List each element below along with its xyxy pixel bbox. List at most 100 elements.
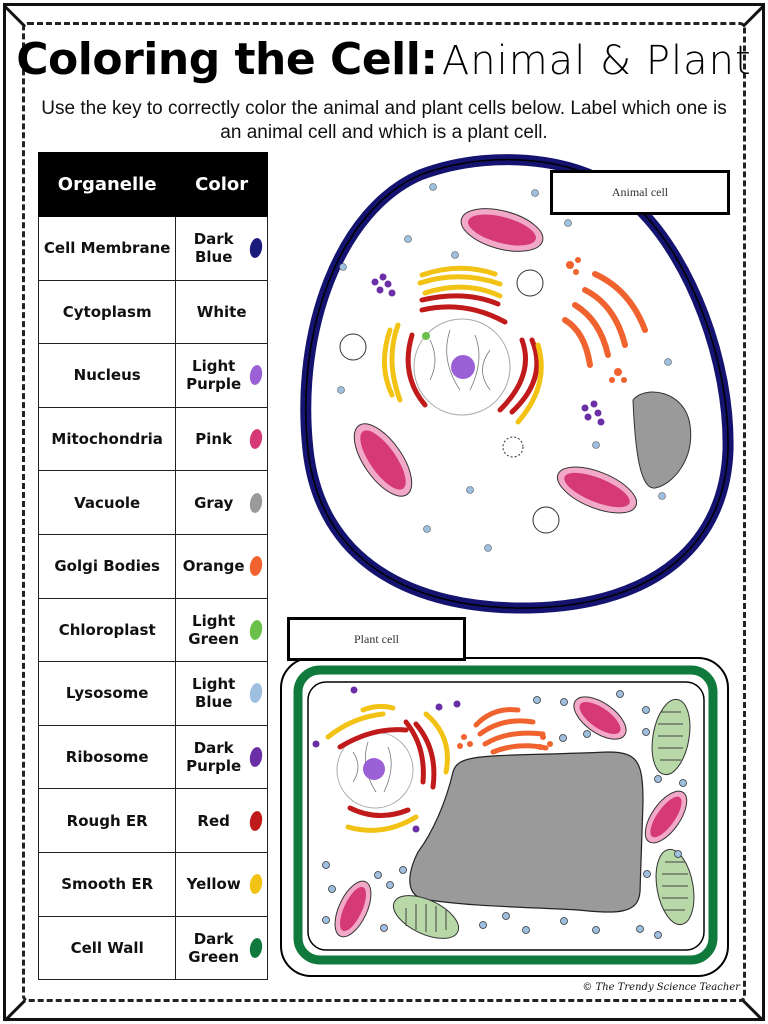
color-label: Dark Blue	[193, 230, 234, 267]
color-label: Pink	[195, 430, 233, 449]
color-label: Dark Purple	[186, 739, 242, 776]
color-swatch-icon	[248, 491, 264, 514]
color-swatch-icon	[248, 618, 264, 641]
animal-cell-label: Animal cell	[611, 185, 669, 199]
centrosome	[422, 332, 430, 340]
color-label: Dark Green	[188, 929, 240, 966]
table-row: Cytoplasm White	[37, 279, 268, 345]
organelle-color: Gray	[175, 470, 268, 535]
mitochondrion	[460, 208, 544, 252]
color-label: Red	[197, 811, 230, 830]
ribosome-cluster	[371, 273, 605, 426]
organelle-name: Chloroplast	[37, 597, 177, 663]
organelle-color: Yellow	[175, 851, 268, 917]
nucleus	[413, 318, 511, 416]
organelle-color: Dark Green	[175, 915, 268, 981]
mitochondrion	[334, 880, 372, 938]
organelle-color: White	[175, 279, 268, 345]
color-swatch-icon	[248, 682, 264, 705]
organelle-name: Cell Membrane	[37, 216, 177, 281]
organelle-name: Lysosome	[37, 661, 177, 726]
page-title: Coloring the Cell: Animal & Plant	[0, 34, 768, 85]
title-light: Animal & Plant	[441, 38, 752, 84]
chloroplast	[392, 895, 460, 939]
lysosome	[322, 690, 687, 939]
color-label: Yellow	[186, 875, 241, 894]
color-swatch-icon	[248, 428, 264, 450]
inner-wavy-border	[22, 22, 746, 1002]
table-row: Golgi Bodies Orange	[37, 533, 268, 599]
lysosome	[339, 269, 560, 534]
organelle-name: Nucleus	[37, 343, 177, 408]
table-row: Cell Wall Dark Green	[37, 915, 268, 981]
mitochondrion	[353, 423, 413, 497]
golgi-vesicles	[566, 257, 627, 383]
page-border	[3, 3, 765, 1021]
organelle-color: Dark Blue	[175, 216, 268, 281]
color-label: White	[196, 302, 247, 321]
color-swatch-icon	[248, 555, 264, 578]
organelle-color: Dark Purple	[175, 724, 268, 790]
organelle-color: Light Purple	[175, 343, 268, 408]
color-swatch-icon	[248, 809, 264, 832]
organelle-name: Golgi Bodies	[37, 533, 177, 599]
plant-cell-diagram	[280, 657, 729, 977]
header-color: Color	[175, 152, 268, 217]
color-label: Gray	[194, 493, 234, 512]
organelle-name: Mitochondria	[37, 406, 177, 472]
vacuole	[632, 391, 692, 489]
table-row: Lysosome Light Blue	[37, 661, 268, 726]
table-row: Rough ER Red	[37, 788, 268, 853]
table-row: Vacuole Gray	[37, 470, 268, 535]
golgi-vesicles	[457, 734, 553, 750]
central-vacuole	[409, 751, 644, 913]
color-label: Light Green	[188, 611, 240, 648]
title-bold: Coloring the Cell:	[16, 34, 438, 85]
mitochondrion	[644, 790, 688, 844]
organelle-name: Vacuole	[37, 470, 177, 535]
table-header-row: Organelle Color	[37, 152, 268, 217]
color-label: Orange	[182, 557, 245, 576]
golgi-bodies	[562, 271, 648, 368]
organelle-name: Smooth ER	[37, 851, 177, 917]
peroxisome	[502, 436, 524, 458]
color-swatch-icon	[248, 237, 264, 260]
organelle-color: Red	[175, 788, 268, 853]
golgi-bodies	[473, 707, 549, 755]
plant-cell-label-box[interactable]: Plant cell	[287, 617, 466, 661]
table-row: Chloroplast Light Green	[37, 597, 268, 663]
organelle-name: Cytoplasm	[37, 279, 177, 345]
organelle-name: Rough ER	[37, 788, 177, 853]
organelle-name: Ribosome	[37, 724, 177, 790]
animal-cell-diagram	[300, 154, 734, 614]
cytoplasm-granules	[337, 183, 672, 552]
color-swatch-icon	[248, 746, 264, 768]
organelle-color: Pink	[175, 406, 268, 472]
animal-cell-label-box[interactable]: Animal cell	[550, 170, 730, 215]
ribosome	[312, 686, 461, 833]
color-swatch-icon	[248, 873, 264, 896]
organelle-color: Orange	[175, 533, 268, 599]
copyright-credit: © The Trendy Science Teacher	[582, 982, 740, 993]
table-row: Mitochondria Pink	[37, 406, 268, 472]
nucleus	[336, 731, 414, 809]
smooth-er	[381, 265, 544, 425]
color-label: Light Blue	[192, 675, 236, 712]
rough-er	[405, 293, 540, 415]
organelle-name: Cell Wall	[37, 915, 177, 981]
mitochondrion	[556, 466, 638, 514]
chloroplast	[651, 698, 691, 776]
table-row: Smooth ER Yellow	[37, 851, 268, 917]
rough-er	[337, 719, 437, 818]
header-organelle: Organelle	[37, 152, 177, 217]
instructions: Use the key to correctly color the anima…	[41, 98, 727, 143]
smooth-er	[325, 703, 450, 833]
organelle-color: Light Green	[175, 597, 268, 663]
plant-cell-label: Plant cell	[354, 631, 399, 646]
chloroplast	[655, 848, 695, 926]
mitochondrion	[573, 696, 627, 740]
color-swatch-icon	[248, 936, 264, 959]
color-label: Light Purple	[186, 357, 242, 394]
